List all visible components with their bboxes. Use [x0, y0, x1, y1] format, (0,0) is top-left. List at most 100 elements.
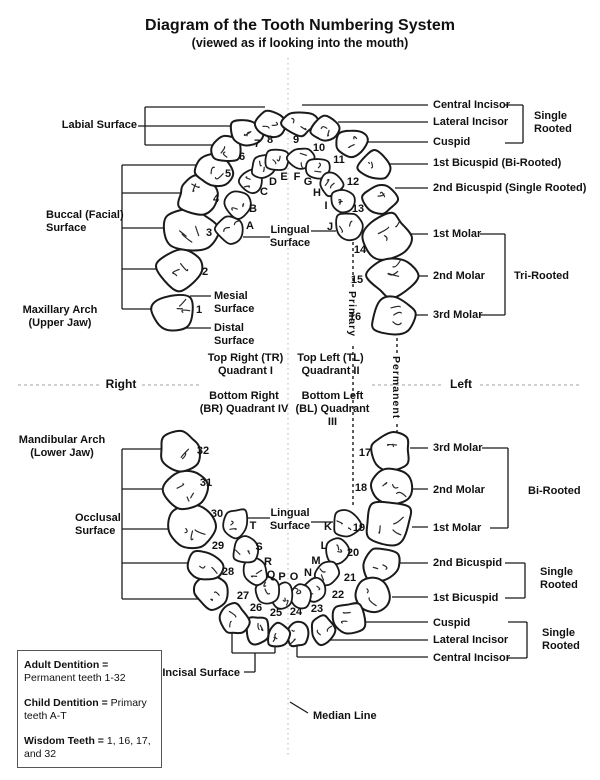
legend-child-rest: Primary teeth A-T — [24, 697, 147, 722]
tooth-label-E: E — [280, 171, 287, 183]
tooth-label-15: 15 — [351, 274, 363, 286]
tooth-label-A: A — [246, 220, 254, 232]
legend-adult-term: Adult Dentition = — [24, 659, 109, 671]
tooth-8 — [253, 109, 287, 139]
maxillary-arch-label: Maxillary Arch (Upper Jaw) — [22, 304, 98, 329]
tooth-K — [333, 509, 363, 538]
tooth-28 — [192, 573, 229, 611]
tooth-label-N: N — [304, 567, 312, 579]
left-side-label: Left — [450, 377, 472, 391]
buccal-surface-label: Buccal (Facial) Surface — [46, 209, 124, 234]
tooth-label-I: I — [324, 200, 327, 212]
tooth-I — [330, 189, 356, 214]
tooth-label-F: F — [294, 171, 301, 183]
tooth-S — [232, 535, 260, 564]
labial-surface-label: Labial Surface — [61, 119, 137, 131]
tooth-label-8: 8 — [267, 134, 273, 146]
legend-adult-rest: Permanent teeth 1-32 — [24, 672, 126, 684]
tooth-label-S: S — [255, 541, 262, 553]
lingual-surface-upper-label: Lingual Surface — [269, 224, 311, 249]
tooth-2 — [155, 248, 204, 293]
tooth-E — [264, 148, 290, 171]
dentition-legend-box: Adult Dentition = Permanent teeth 1-32 C… — [17, 650, 162, 768]
right-side-label: Right — [105, 377, 137, 391]
lower-2nd-molar-label: 2nd Molar — [433, 484, 485, 496]
lower-2nd-bicuspid-label: 2nd Bicuspid — [433, 557, 503, 569]
tooth-label-6: 6 — [239, 151, 245, 163]
tooth-label-G: G — [304, 176, 313, 188]
tooth-14 — [361, 211, 413, 261]
upper-central-incisor-label: Central Incisor — [433, 99, 511, 111]
lower-1st-molar-label: 1st Molar — [433, 522, 482, 534]
tooth-label-24: 24 — [290, 606, 303, 618]
tooth-label-H: H — [313, 187, 321, 199]
tooth-23 — [310, 614, 337, 647]
tooth-label-18: 18 — [355, 482, 367, 494]
tooth-label-5: 5 — [225, 168, 231, 180]
tooth-G — [304, 158, 331, 180]
tooth-30 — [167, 503, 217, 550]
legend-child-dentition: Child Dentition = Primary teeth A-T — [24, 697, 156, 723]
quadrant-bottom-left-label: Bottom Left (BL) Quadrant III — [295, 390, 370, 428]
legend-wisdom-term: Wisdom Teeth = — [24, 735, 104, 747]
lower-3rd-molar-label: 3rd Molar — [433, 442, 483, 454]
upper-2nd-molar-label: 2nd Molar — [433, 270, 485, 282]
tooth-label-1: 1 — [196, 304, 202, 316]
tooth-label-26: 26 — [250, 602, 262, 614]
legend-wisdom-teeth: Wisdom Teeth = 1, 16, 17, and 32 — [24, 735, 156, 761]
tooth-21 — [354, 576, 391, 614]
tooth-label-29: 29 — [212, 540, 224, 552]
tooth-label-M: M — [311, 555, 320, 567]
tooth-1 — [150, 293, 194, 332]
mesial-distal-pointers — [185, 295, 211, 329]
quadrant-bottom-right-label: Bottom Right (BR) Quadrant IV — [199, 390, 289, 415]
tri-rooted-label: Tri-Rooted — [514, 270, 569, 282]
tooth-label-13: 13 — [352, 203, 364, 215]
tooth-label-P: P — [278, 571, 285, 583]
tooth-13 — [361, 183, 400, 215]
tooth-label-J: J — [327, 221, 333, 233]
teeth-layer — [150, 109, 420, 648]
upper-right-brackets — [480, 104, 524, 316]
tooth-label-22: 22 — [332, 589, 344, 601]
mesial-surface-label: Mesial Surface — [214, 290, 255, 315]
tooth-27 — [218, 602, 251, 635]
tooth-label-28: 28 — [222, 566, 234, 578]
tooth-label-10: 10 — [313, 142, 325, 154]
incisal-surface-bracket — [231, 632, 276, 673]
tooth-label-T: T — [250, 520, 257, 532]
primary-axis-label: Primary — [346, 291, 358, 338]
tooth-label-K: K — [324, 521, 332, 533]
tooth-label-21: 21 — [344, 572, 356, 584]
tooth-18 — [369, 467, 414, 506]
diagram-title: Diagram of the Tooth Numbering System — [145, 17, 455, 34]
tooth-R — [242, 556, 268, 587]
median-line-label: Median Line — [313, 710, 377, 722]
tooth-29 — [186, 550, 225, 581]
upper-1st-bicuspid-label: 1st Bicuspid (Bi-Rooted) — [433, 157, 562, 169]
buccal-surface-bracket — [121, 164, 206, 310]
tooth-22 — [331, 602, 367, 635]
tooth-label-B: B — [249, 203, 257, 215]
lingual-surface-lower-label: Lingual Surface — [269, 507, 311, 532]
occlusal-surface-label: Occlusal Surface — [75, 512, 121, 537]
tooth-label-31: 31 — [200, 477, 212, 489]
lower-bicuspid-single-rooted-label: Single Rooted — [540, 566, 578, 591]
tooth-O — [289, 583, 312, 610]
quadrant-top-left-label: Top Left (TL) Quadrant II — [297, 352, 364, 377]
tooth-31 — [161, 469, 210, 511]
lower-central-incisor-label: Central Incisor — [433, 652, 511, 664]
tooth-label-7: 7 — [254, 138, 260, 150]
tooth-J — [335, 212, 364, 242]
labial-surface-bracket — [138, 106, 265, 146]
tooth-T — [222, 508, 249, 540]
lower-cuspid-label: Cuspid — [433, 617, 471, 629]
legend-child-term: Child Dentition = — [24, 697, 108, 709]
tooth-16 — [371, 295, 417, 336]
tooth-label-3: 3 — [206, 227, 212, 239]
legend-adult-dentition: Adult Dentition = Permanent teeth 1-32 — [24, 659, 156, 685]
tooth-A — [213, 215, 244, 245]
upper-lateral-incisor-label: Lateral Incisor — [433, 116, 509, 128]
